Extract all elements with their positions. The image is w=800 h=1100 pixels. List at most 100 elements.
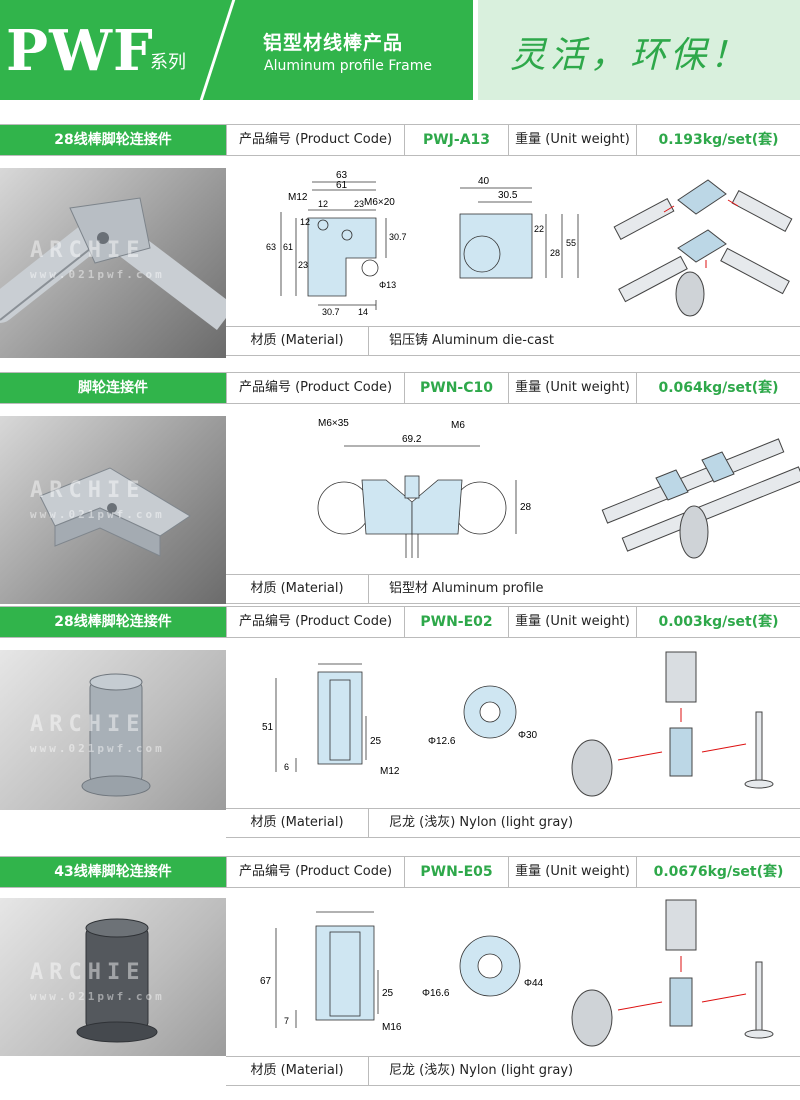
- unit-weight: 0.193kg/set(套): [636, 125, 800, 155]
- material-row: 材质 (Material) 尼龙 (浅灰) Nylon (light gray): [226, 1056, 800, 1086]
- dim-phi13: Φ13: [379, 280, 396, 290]
- product-title: 脚轮连接件: [0, 373, 226, 403]
- product-header-bar: 28线棒脚轮连接件 产品编号 (Product Code) PWN-E02 重量…: [0, 606, 800, 638]
- header-banner: [0, 0, 473, 100]
- dim-67: 67: [260, 976, 272, 987]
- technical-drawing: 67 25 7 M16 Φ16.6 Φ44: [226, 892, 800, 1056]
- unit-weight: 0.003kg/set(套): [636, 607, 800, 637]
- brand-logo-text: PWF: [6, 18, 154, 84]
- technical-drawing: 63 61 12 23 M12 M6×20 63 61 23 12 30.7 Φ…: [226, 160, 800, 325]
- dim-m12: M12: [288, 192, 308, 203]
- dimension-drawing-svg: M6×35 M6 69.2 28: [317, 418, 800, 559]
- material-row: 材质 (Material) 铝压铸 Aluminum die-cast: [226, 326, 800, 356]
- product-code-label: 产品编号 (Product Code): [226, 373, 404, 403]
- dim-61: 61: [336, 180, 348, 191]
- unit-weight-label: 重量 (Unit weight): [508, 373, 636, 403]
- caster-connector-photo: [39, 467, 191, 557]
- unit-weight-label: 重量 (Unit weight): [508, 857, 636, 887]
- product-title: 28线棒脚轮连接件: [0, 607, 226, 637]
- dim-30-7-v: 30.7: [389, 232, 407, 242]
- dim-63: 63: [336, 170, 348, 181]
- dim-phi16-6: Φ16.6: [422, 988, 450, 999]
- slogan: 灵活，环保！: [510, 35, 751, 76]
- material-value: 铝型材 Aluminum profile: [368, 575, 800, 603]
- product-code: PWJ-A13: [404, 125, 508, 155]
- product-photo: ARCHIE www.021pwf.com: [0, 416, 226, 604]
- dim-61-v: 61: [283, 242, 293, 252]
- product-photo: ARCHIE www.021pwf.com: [0, 168, 236, 358]
- watermark-url: www.021pwf.com: [30, 508, 165, 521]
- dim-phi30: Φ30: [518, 730, 538, 741]
- material-value: 尼龙 (浅灰) Nylon (light gray): [368, 809, 800, 837]
- product-header-bar: 脚轮连接件 产品编号 (Product Code) PWN-C10 重量 (Un…: [0, 372, 800, 404]
- dim-25: 25: [370, 736, 382, 747]
- material-label: 材质 (Material): [250, 1063, 344, 1078]
- product-title: 28线棒脚轮连接件: [0, 125, 226, 155]
- watermark-logo: ARCHIE: [30, 960, 146, 985]
- product-code-label: 产品编号 (Product Code): [226, 607, 404, 637]
- product-title: 43线棒脚轮连接件: [0, 857, 226, 887]
- watermark-url: www.021pwf.com: [30, 268, 165, 281]
- watermark-url: www.021pwf.com: [30, 990, 165, 1003]
- dim-30-5: 30.5: [498, 190, 518, 201]
- nylon-insert-photo: [76, 918, 158, 1043]
- watermark-logo: ARCHIE: [30, 238, 146, 263]
- product-code-label: 产品编号 (Product Code): [226, 857, 404, 887]
- header-title-cn: 铝型材线棒产品: [263, 32, 404, 54]
- product-code: PWN-C10: [404, 373, 508, 403]
- dim-28: 28: [520, 502, 532, 513]
- product-header-bar: 43线棒脚轮连接件 产品编号 (Product Code) PWN-E05 重量…: [0, 856, 800, 888]
- watermark-logo: ARCHIE: [30, 712, 146, 737]
- material-value: 铝压铸 Aluminum die-cast: [368, 327, 800, 355]
- dim-40: 40: [478, 176, 490, 187]
- dim-23-v: 23: [298, 260, 308, 270]
- unit-weight-label: 重量 (Unit weight): [508, 607, 636, 637]
- dim-m16: M16: [382, 1022, 402, 1033]
- dim-14: 14: [358, 307, 368, 317]
- dimension-drawing-svg: 67 25 7 M16 Φ16.6 Φ44: [260, 899, 774, 1047]
- dim-28: 28: [550, 248, 560, 258]
- product-code: PWN-E05: [404, 857, 508, 887]
- nylon-insert-photo: [81, 673, 151, 797]
- product-code-label: 产品编号 (Product Code): [226, 125, 404, 155]
- unit-weight-label: 重量 (Unit weight): [508, 125, 636, 155]
- dim-m12: M12: [380, 766, 400, 777]
- material-value: 尼龙 (浅灰) Nylon (light gray): [368, 1057, 800, 1085]
- dim-22: 22: [534, 224, 544, 234]
- technical-drawing: M6×35 M6 69.2 28: [226, 406, 800, 574]
- material-row: 材质 (Material) 铝型材 Aluminum profile: [226, 574, 800, 604]
- dim-m6x35: M6×35: [318, 418, 349, 429]
- unit-weight: 0.0676kg/set(套): [636, 857, 800, 887]
- dim-m6: M6: [451, 420, 465, 431]
- dimension-drawing-svg: 63 61 12 23 M12 M6×20 63 61 23 12 30.7 Φ…: [266, 170, 793, 317]
- dim-phi12-6: Φ12.6: [428, 736, 456, 747]
- series-label: 系列: [150, 52, 186, 73]
- technical-drawing: 51 25 6 M12 Φ12.6 Φ30: [226, 642, 800, 808]
- product-photo: ARCHIE www.021pwf.com: [0, 898, 226, 1056]
- dim-12-v: 12: [300, 217, 310, 227]
- unit-weight: 0.064kg/set(套): [636, 373, 800, 403]
- material-label: 材质 (Material): [250, 581, 344, 596]
- material-row: 材质 (Material) 尼龙 (浅灰) Nylon (light gray): [226, 808, 800, 838]
- slogan-box: [478, 0, 800, 100]
- material-label: 材质 (Material): [250, 815, 344, 830]
- dim-7: 7: [284, 1016, 289, 1026]
- dim-30-7: 30.7: [322, 307, 340, 317]
- dim-23: 23: [354, 199, 364, 209]
- dim-69-2: 69.2: [402, 434, 422, 445]
- dim-m6x20: M6×20: [364, 197, 395, 208]
- dimension-drawing-svg: 51 25 6 M12 Φ12.6 Φ30: [262, 651, 774, 797]
- header-title-en: Aluminum profile Frame: [264, 58, 432, 74]
- dim-6: 6: [284, 762, 289, 772]
- dim-12: 12: [318, 199, 328, 209]
- dim-25: 25: [382, 988, 394, 999]
- material-label: 材质 (Material): [250, 333, 344, 348]
- dim-phi44: Φ44: [524, 978, 544, 989]
- corner-connector-photo: [0, 197, 236, 330]
- product-code: PWN-E02: [404, 607, 508, 637]
- dim-63-v: 63: [266, 242, 276, 252]
- dim-51: 51: [262, 722, 274, 733]
- product-header-bar: 28线棒脚轮连接件 产品编号 (Product Code) PWJ-A13 重量…: [0, 124, 800, 156]
- watermark-logo: ARCHIE: [30, 478, 146, 503]
- product-photo: ARCHIE www.021pwf.com: [0, 650, 226, 810]
